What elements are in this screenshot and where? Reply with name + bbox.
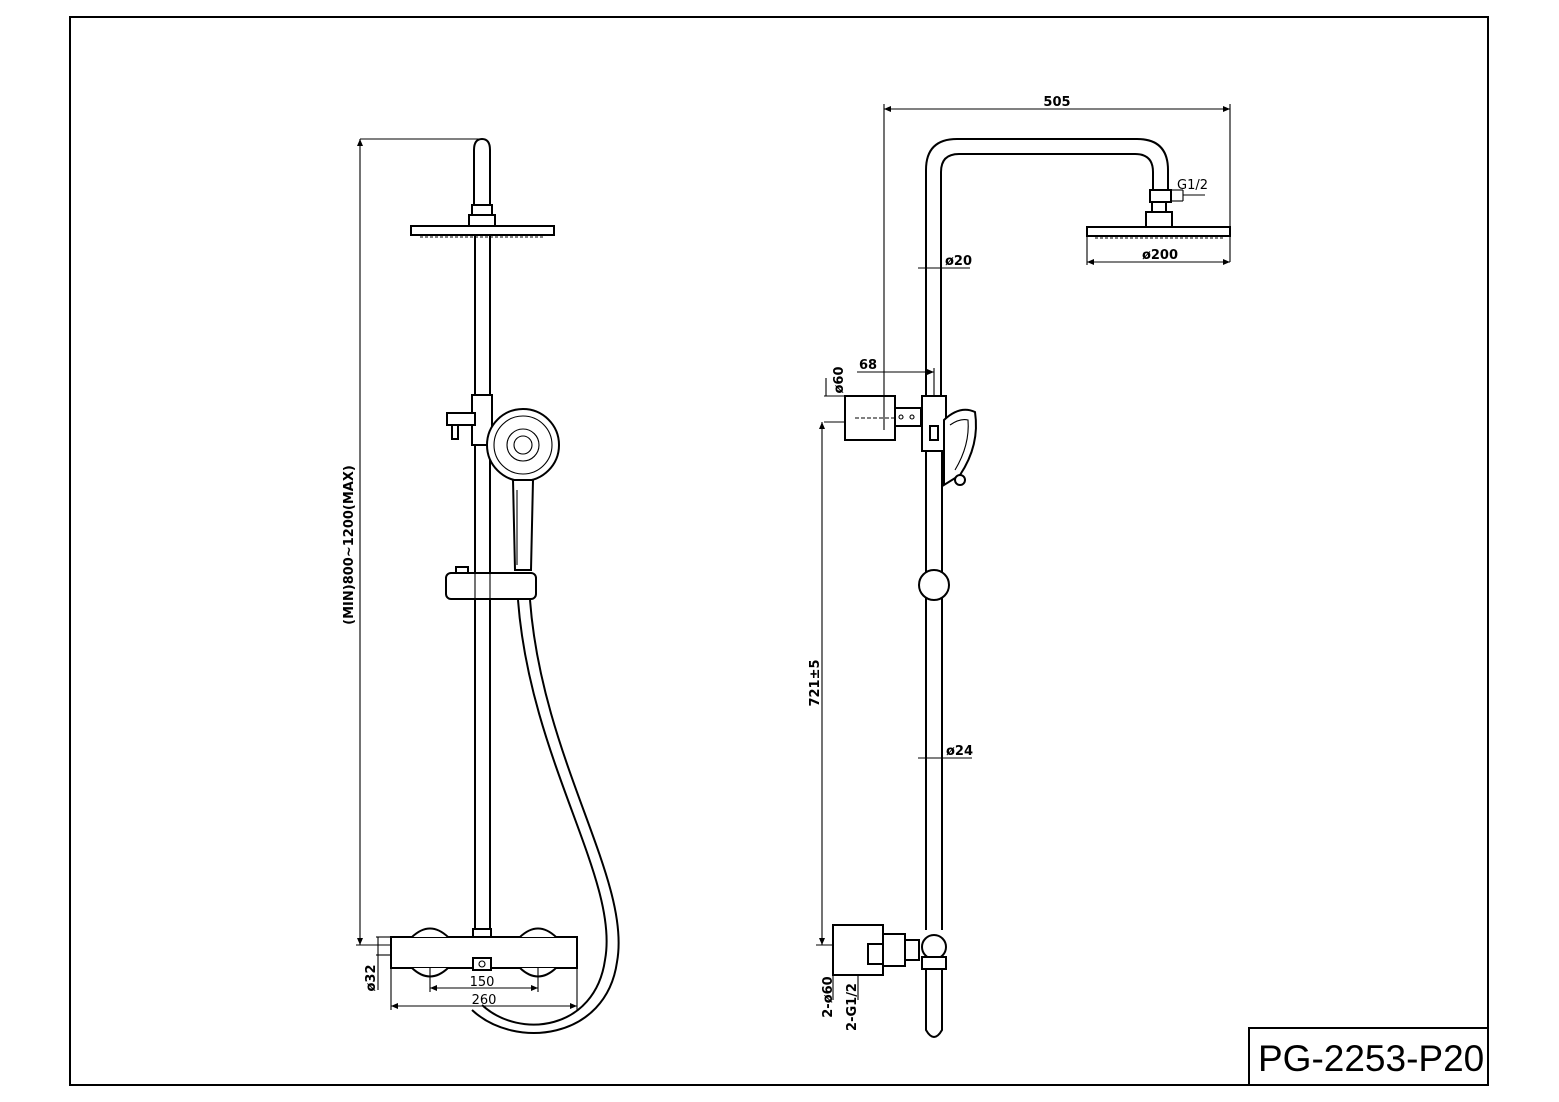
upper-bracket	[844, 395, 922, 441]
lower-connection	[832, 924, 947, 1038]
head-thread: G1/2	[1177, 178, 1208, 193]
title-block: PG-2253-P20	[1248, 1027, 1488, 1085]
front-view: (MIN)800~1200(MAX) ø32 150 260	[342, 137, 620, 1034]
reach-dim: 505	[1043, 95, 1070, 110]
inlet-spacing: 150	[470, 975, 495, 990]
head-dia: ø200	[1142, 248, 1178, 263]
diverter	[446, 394, 493, 446]
rain-head	[410, 214, 555, 238]
upper-tube-dia: ø20	[945, 254, 972, 269]
drawing-frame	[69, 16, 1489, 1086]
wall-offset: 68	[859, 358, 877, 373]
drawing-code: PG-2253-P20	[1258, 1038, 1485, 1079]
inlet-thread: 2-G1/2	[845, 983, 860, 1031]
pipe-dia: ø32	[364, 964, 379, 991]
inlet-cover-dia: 2-ø60	[821, 976, 836, 1017]
slide-holder	[445, 566, 537, 600]
inlet-height: 721±5	[808, 659, 823, 706]
hand-shower	[486, 408, 560, 571]
bracket-dia: ø60	[832, 366, 847, 393]
hand-shower-side	[943, 408, 977, 487]
valve-body	[390, 927, 578, 978]
lower-tube-dia: ø24	[946, 744, 973, 759]
rain-head-side	[1086, 226, 1231, 239]
valve-width: 260	[472, 993, 497, 1008]
side-view: 505 G1/2 ø200 ø20 68 ø60 721±5 ø24 2-ø60	[808, 95, 1231, 1038]
height-dim: (MIN)800~1200(MAX)	[342, 465, 357, 625]
